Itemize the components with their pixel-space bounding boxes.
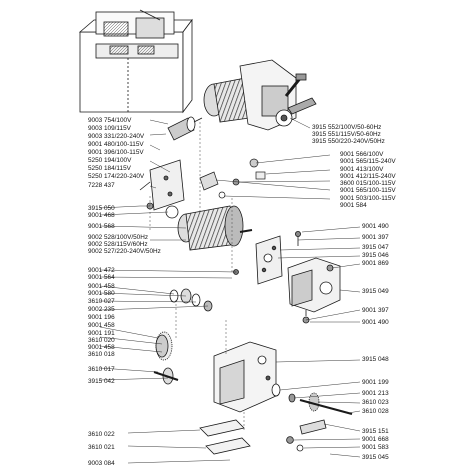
part-label: 9002 528/100V/50Hz (88, 234, 149, 241)
part-label: 7228 437 (88, 182, 115, 189)
part-label: 9001 191 (88, 330, 115, 337)
part-label: 9001 566/100V (340, 151, 384, 158)
washers-bearings (169, 269, 239, 312)
part-label: 9001 458 (88, 322, 115, 329)
part-label: 9001 583 (362, 444, 389, 451)
part-label: 5250 194/100V (88, 157, 132, 164)
part-label: 9001 213 (362, 390, 389, 397)
part-label: 9001 580 (88, 290, 115, 297)
machine-housing (78, 9, 193, 114)
part-label: 9001 458 (88, 344, 115, 351)
part-label: 3610 021 (88, 444, 115, 451)
part-label: 3915 550/220-240V/50Hz (312, 138, 385, 145)
capacitor (167, 116, 203, 141)
part-label: 5250 184/115V (88, 165, 131, 172)
part-label: 9001 490 (362, 319, 389, 326)
part-label: 9001 472 (88, 267, 115, 274)
part-label: 3915 551/115V/50-60Hz (312, 131, 381, 138)
part-label: 9001 568 (88, 223, 115, 230)
part-label: 3610 020 (88, 337, 115, 344)
part-label: 9001 564 (88, 274, 115, 281)
part-label: 3915 552/100V/50-60Hz (312, 124, 382, 131)
part-label: 3915 151 (362, 428, 389, 435)
part-label: 3915 046 (362, 252, 389, 259)
part-label: 9001 869 (362, 260, 389, 267)
part-label: 3610 017 (88, 366, 115, 373)
part-label: 9001 396/100-115V (88, 149, 144, 156)
part-label: 9003 331/220-240V (88, 133, 145, 140)
part-label: 3915 047 (362, 244, 389, 251)
bracket-plate (139, 159, 185, 211)
part-label: 9001 480/100-115V (88, 141, 144, 148)
part-label: 9001 503/100-115V (340, 195, 396, 202)
part-label: 9003 109/115V (88, 125, 131, 132)
part-label: 9001 668 (362, 436, 389, 443)
part-label: 9001 412/115-240V (340, 173, 396, 180)
output-shaft (271, 383, 353, 416)
bottom-plates (199, 419, 251, 455)
part-label: 3915 048 (362, 356, 389, 363)
part-label: 9001 565/100-115V (340, 187, 396, 194)
part-label: 5250 174/220-240V (88, 173, 145, 180)
part-label: 3915 049 (362, 288, 389, 295)
part-label: 9001 565/115-240V (340, 158, 396, 165)
part-label: 9001 468 (88, 212, 115, 219)
part-label: 9001 458 (88, 283, 115, 290)
part-label: 9002 528/115V/60Hz (88, 241, 148, 248)
part-label: 3610 022 (88, 431, 115, 438)
large-gear (153, 331, 179, 385)
part-label: 9002 235 (88, 306, 115, 313)
middle-motor (146, 202, 253, 251)
part-label: 3610 028 (362, 408, 389, 415)
part-label: 9003 084 (88, 460, 115, 467)
bottom-right-parts (286, 419, 327, 452)
part-label: 3915 045 (362, 454, 389, 461)
part-label: 9001 196 (88, 314, 115, 321)
part-label: 9001 397 (362, 234, 389, 241)
top-motor-assembly (203, 59, 317, 131)
part-label: 9001 413/100V (340, 166, 384, 173)
assembly-guides (149, 122, 245, 430)
part-label: 9001 584 (340, 202, 367, 209)
part-label: 9001 490 (362, 223, 389, 230)
leader-lines-right (215, 117, 361, 458)
small-parts-upper (199, 158, 266, 199)
flange-plate (255, 230, 301, 285)
gear-housing-upper (287, 257, 341, 324)
part-label: 9002 527/220-240V/50Hz (88, 248, 161, 255)
part-label: 3610 023 (362, 399, 389, 406)
part-label: 9001 199 (362, 379, 389, 386)
part-label: 9003 754/100V (88, 117, 132, 124)
part-label: 3915 042 (88, 378, 115, 385)
part-label: 9001 397 (362, 307, 389, 314)
part-label: 3600 015/100-115V (340, 180, 396, 187)
part-label: 3610 027 (88, 298, 115, 305)
gear-housing-lower (213, 341, 277, 413)
part-label: 3915 050 (88, 205, 115, 212)
part-label: 3610 018 (88, 351, 115, 358)
leader-lines-left (99, 119, 237, 464)
